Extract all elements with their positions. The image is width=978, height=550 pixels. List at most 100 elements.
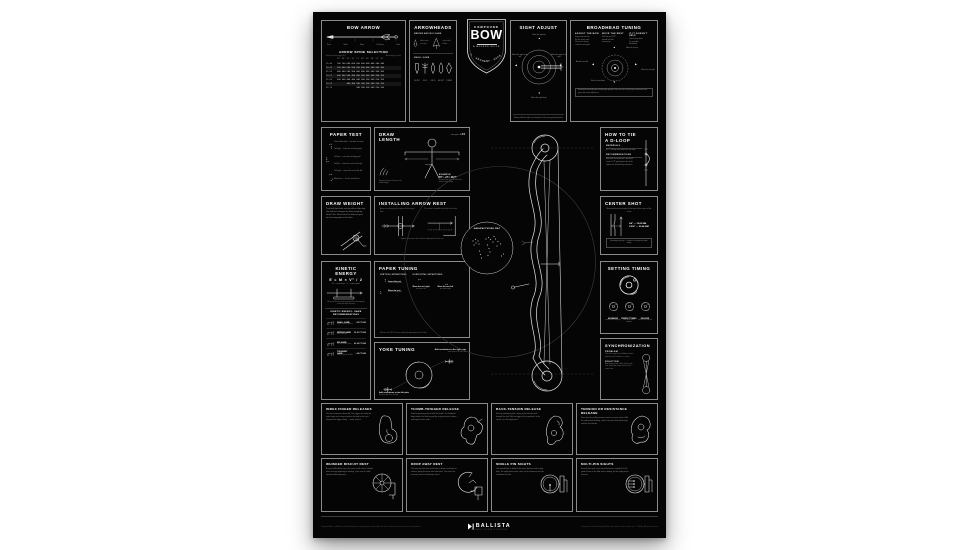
spine-row-values: 340 340 300 300 250 200 xyxy=(337,86,384,89)
hand-caption-block: Measure between the tips of the middle f… xyxy=(379,163,403,185)
spine-row-label: 45–50 xyxy=(326,70,333,73)
footer-right-fineprint: Designed and illustrated by the Ballista… xyxy=(580,525,658,528)
spine-table-row: 40–45 700 600 600 500 500 400 400 340 34… xyxy=(326,65,401,70)
paper-test-item: Clean bullet hole — the bow is tuned xyxy=(326,139,366,145)
spine-row-label: 60–65 xyxy=(326,82,333,85)
tuning-label: Lower the rest xyxy=(388,280,401,283)
animal-icon xyxy=(326,330,335,336)
sync-title: SYNCHRONIZATION xyxy=(605,343,651,348)
combo-point-icon xyxy=(445,62,453,74)
center-shot-title: CENTER SHOT xyxy=(605,201,642,206)
game-name: SMALL GAME xyxy=(337,321,350,324)
kinetic-reco-title: KINETIC ENERGY: GAME RECOMMENDATIONS xyxy=(330,310,362,316)
panel-d-loop: HOW TO TIE A D-LOOP MATERIALS BCY #24 lo… xyxy=(600,127,658,191)
d-loop-title: HOW TO TIE A D-LOOP xyxy=(605,132,637,143)
broadhead-column-items: Check arrow spine Try a smaller broadhea… xyxy=(629,38,643,46)
spine-col-note: Arrow length (inches) xyxy=(385,56,401,57)
tuning-sub: or the nocking point xyxy=(388,282,402,284)
tuning-label: Move the rest right xyxy=(412,286,430,288)
horizontal-departures-column: HORIZONTAL DEPARTURES Move the rest righ… xyxy=(413,274,453,294)
tear-icon xyxy=(326,161,332,167)
spine-row-note: Bow peak draw weight (lbs) xyxy=(326,56,346,57)
blunt-head-icon xyxy=(415,63,419,74)
panel-drop-away-rest: DROP AWAY REST The launcher arm rises as… xyxy=(406,458,488,512)
left-yoke-label-block: Add revolutions to the left yoke when th… xyxy=(379,392,411,396)
rest-down-arrow-icon: ▼ xyxy=(613,80,616,84)
center-shot-note: A starting point only — confirm the sett… xyxy=(606,238,652,248)
panel-yoke-tuning: YOKE TUNING Add revolutions to the right… xyxy=(374,342,470,400)
tension-release-illustration xyxy=(630,415,651,444)
arrow-rest-title: INSTALLING ARROW REST xyxy=(379,201,447,206)
paper-test-item-text: Tail high — lower the nocking point xyxy=(334,148,362,151)
bullet-point-icon xyxy=(438,62,444,74)
sight-down-arrow-icon: ▼ xyxy=(538,92,541,95)
whisker-biscuit-illustration xyxy=(372,473,396,500)
spine-row-label: 55–60 xyxy=(326,78,333,81)
horizontal-item: Move the rest right tear points left xyxy=(413,279,430,290)
sight-adjust-note: Always shift the sight in the direction … xyxy=(513,114,564,119)
game-energy-value: < 25 FT·LBS xyxy=(355,322,366,325)
spine-col-headers: 23″ 24″ 25″ 26″ 27″ 28″ 29″ 30″ 31″ 32″ xyxy=(337,58,384,60)
horizontal-items: Move the rest right tear points left Mov… xyxy=(413,276,453,290)
timing-sub: cam hits the stop early xyxy=(605,320,621,322)
rest-up-label: Move the rest up xyxy=(626,47,638,49)
sight-down-label: Move the sight down xyxy=(531,97,547,99)
paper-test-item-text: Tail low — raise the nocking point xyxy=(334,155,361,158)
spine-title: ARROW SPINE SELECTION xyxy=(338,50,389,54)
sight-title: SINGLE PIN SIGHTS xyxy=(496,462,532,466)
badge-ribbon-text: VISUAL · ARCHERY · REFERENCE xyxy=(466,52,502,63)
small-head-name: BLUNT xyxy=(414,80,420,82)
panel-thumb-trigger-release: THUMB-TRIGGER RELEASE Fired by pressing … xyxy=(406,403,488,455)
example-label: EXAMPLE xyxy=(439,173,451,176)
vertical-items: Lower the rest or the nocking point Rais… xyxy=(380,279,407,294)
sight-up-label: Move the sight up xyxy=(532,34,546,36)
broadhead-column: IF IT DOESN'T HELP Check arrow spine Try… xyxy=(629,33,653,47)
game-examples: deer, antelope xyxy=(337,333,348,335)
small-head-name: JUDO xyxy=(422,80,428,82)
paper-test-item: Tail high — lower the nocking point xyxy=(326,146,366,152)
rest-left-arrow-icon: ◀ xyxy=(592,62,594,66)
paper-test-item-text: Tail left — move the rest to the right xyxy=(334,162,363,165)
arrow-rest-diagrams xyxy=(375,214,469,238)
sight-title: MULTI-PIN SIGHTS xyxy=(581,462,614,466)
kinetic-legend: M — arrow mass · V — arrow speed xyxy=(332,283,360,285)
panel-whisker-biscuit-rest: WHISKER BISCUIT REST A ring of stiff bri… xyxy=(321,458,403,512)
release-title: THUMB-TRIGGER RELEASE xyxy=(411,407,460,411)
paper-test-item: Tail low — raise the nocking point xyxy=(326,154,366,160)
vertical-departures-column: VERTICAL DEPARTURES Lower the rest or th… xyxy=(380,274,407,294)
animal-icon xyxy=(326,320,335,326)
tuning-label: Move the rest left xyxy=(437,286,454,288)
sight-left-arrow-icon: ◀ xyxy=(515,64,517,67)
broadhead-columns: ADJUST THE BOW Paper tune the bow Set th… xyxy=(571,32,657,47)
game-recommendation-row: SMALL GAME rabbit, squirrel, grouse < 25… xyxy=(326,317,366,328)
broadhead-column: MOVE THE REST Shift the rest 1/32″ towar… xyxy=(602,33,626,47)
kinetic-title: KINETIC ENERGY xyxy=(335,266,357,276)
sync-columns: PROBLEM The draw stops hit at different … xyxy=(601,350,657,398)
game-energy-value: 25–41 FT·LBS xyxy=(354,332,366,335)
tear-icon xyxy=(325,175,333,183)
badge-kicker: COMPOUND xyxy=(474,25,499,29)
release-body: The most common release aid. The trigger… xyxy=(326,413,372,421)
panel-back-tension-release: BACK-TENSION RELEASE Fires by rotating a… xyxy=(491,403,573,455)
panel-paper-test: PAPER TEST Clean bullet hole — the bow i… xyxy=(321,127,371,191)
animal-icon xyxy=(326,351,335,357)
center-shot-value: 13/16″ — 20.64 MM xyxy=(629,226,649,229)
broadhead-tuning-title: BROADHEAD TUNING xyxy=(586,25,642,30)
right-yoke-label: Add revolutions to the right yoke xyxy=(434,349,466,351)
timing-label: ADVANCED xyxy=(607,318,619,320)
vertical-heading: VERTICAL DEPARTURES xyxy=(380,274,407,276)
spine-table: 23″ 24″ 25″ 26″ 27″ 28″ 29″ 30″ 31″ 32″ … xyxy=(326,58,401,90)
spine-rows: 35–40 700 700 600 600 500 500 400 400 34… xyxy=(326,62,401,90)
big-game-label: MEDIUM AND BIG GAME xyxy=(414,33,442,35)
kinetic-rows: SMALL GAME rabbit, squirrel, grouse < 25… xyxy=(322,317,370,359)
back-tension-illustration xyxy=(545,415,564,445)
badge-ribbon: VISUAL · ARCHERY · REFERENCE xyxy=(466,52,502,63)
game-energy-value: > 65 FT·LBS xyxy=(355,352,366,355)
rest-title: WHISKER BISCUIT REST xyxy=(326,462,369,466)
big-game-head: blades open on impact xyxy=(413,36,429,51)
timing-sub: both stops touch together xyxy=(623,320,635,324)
